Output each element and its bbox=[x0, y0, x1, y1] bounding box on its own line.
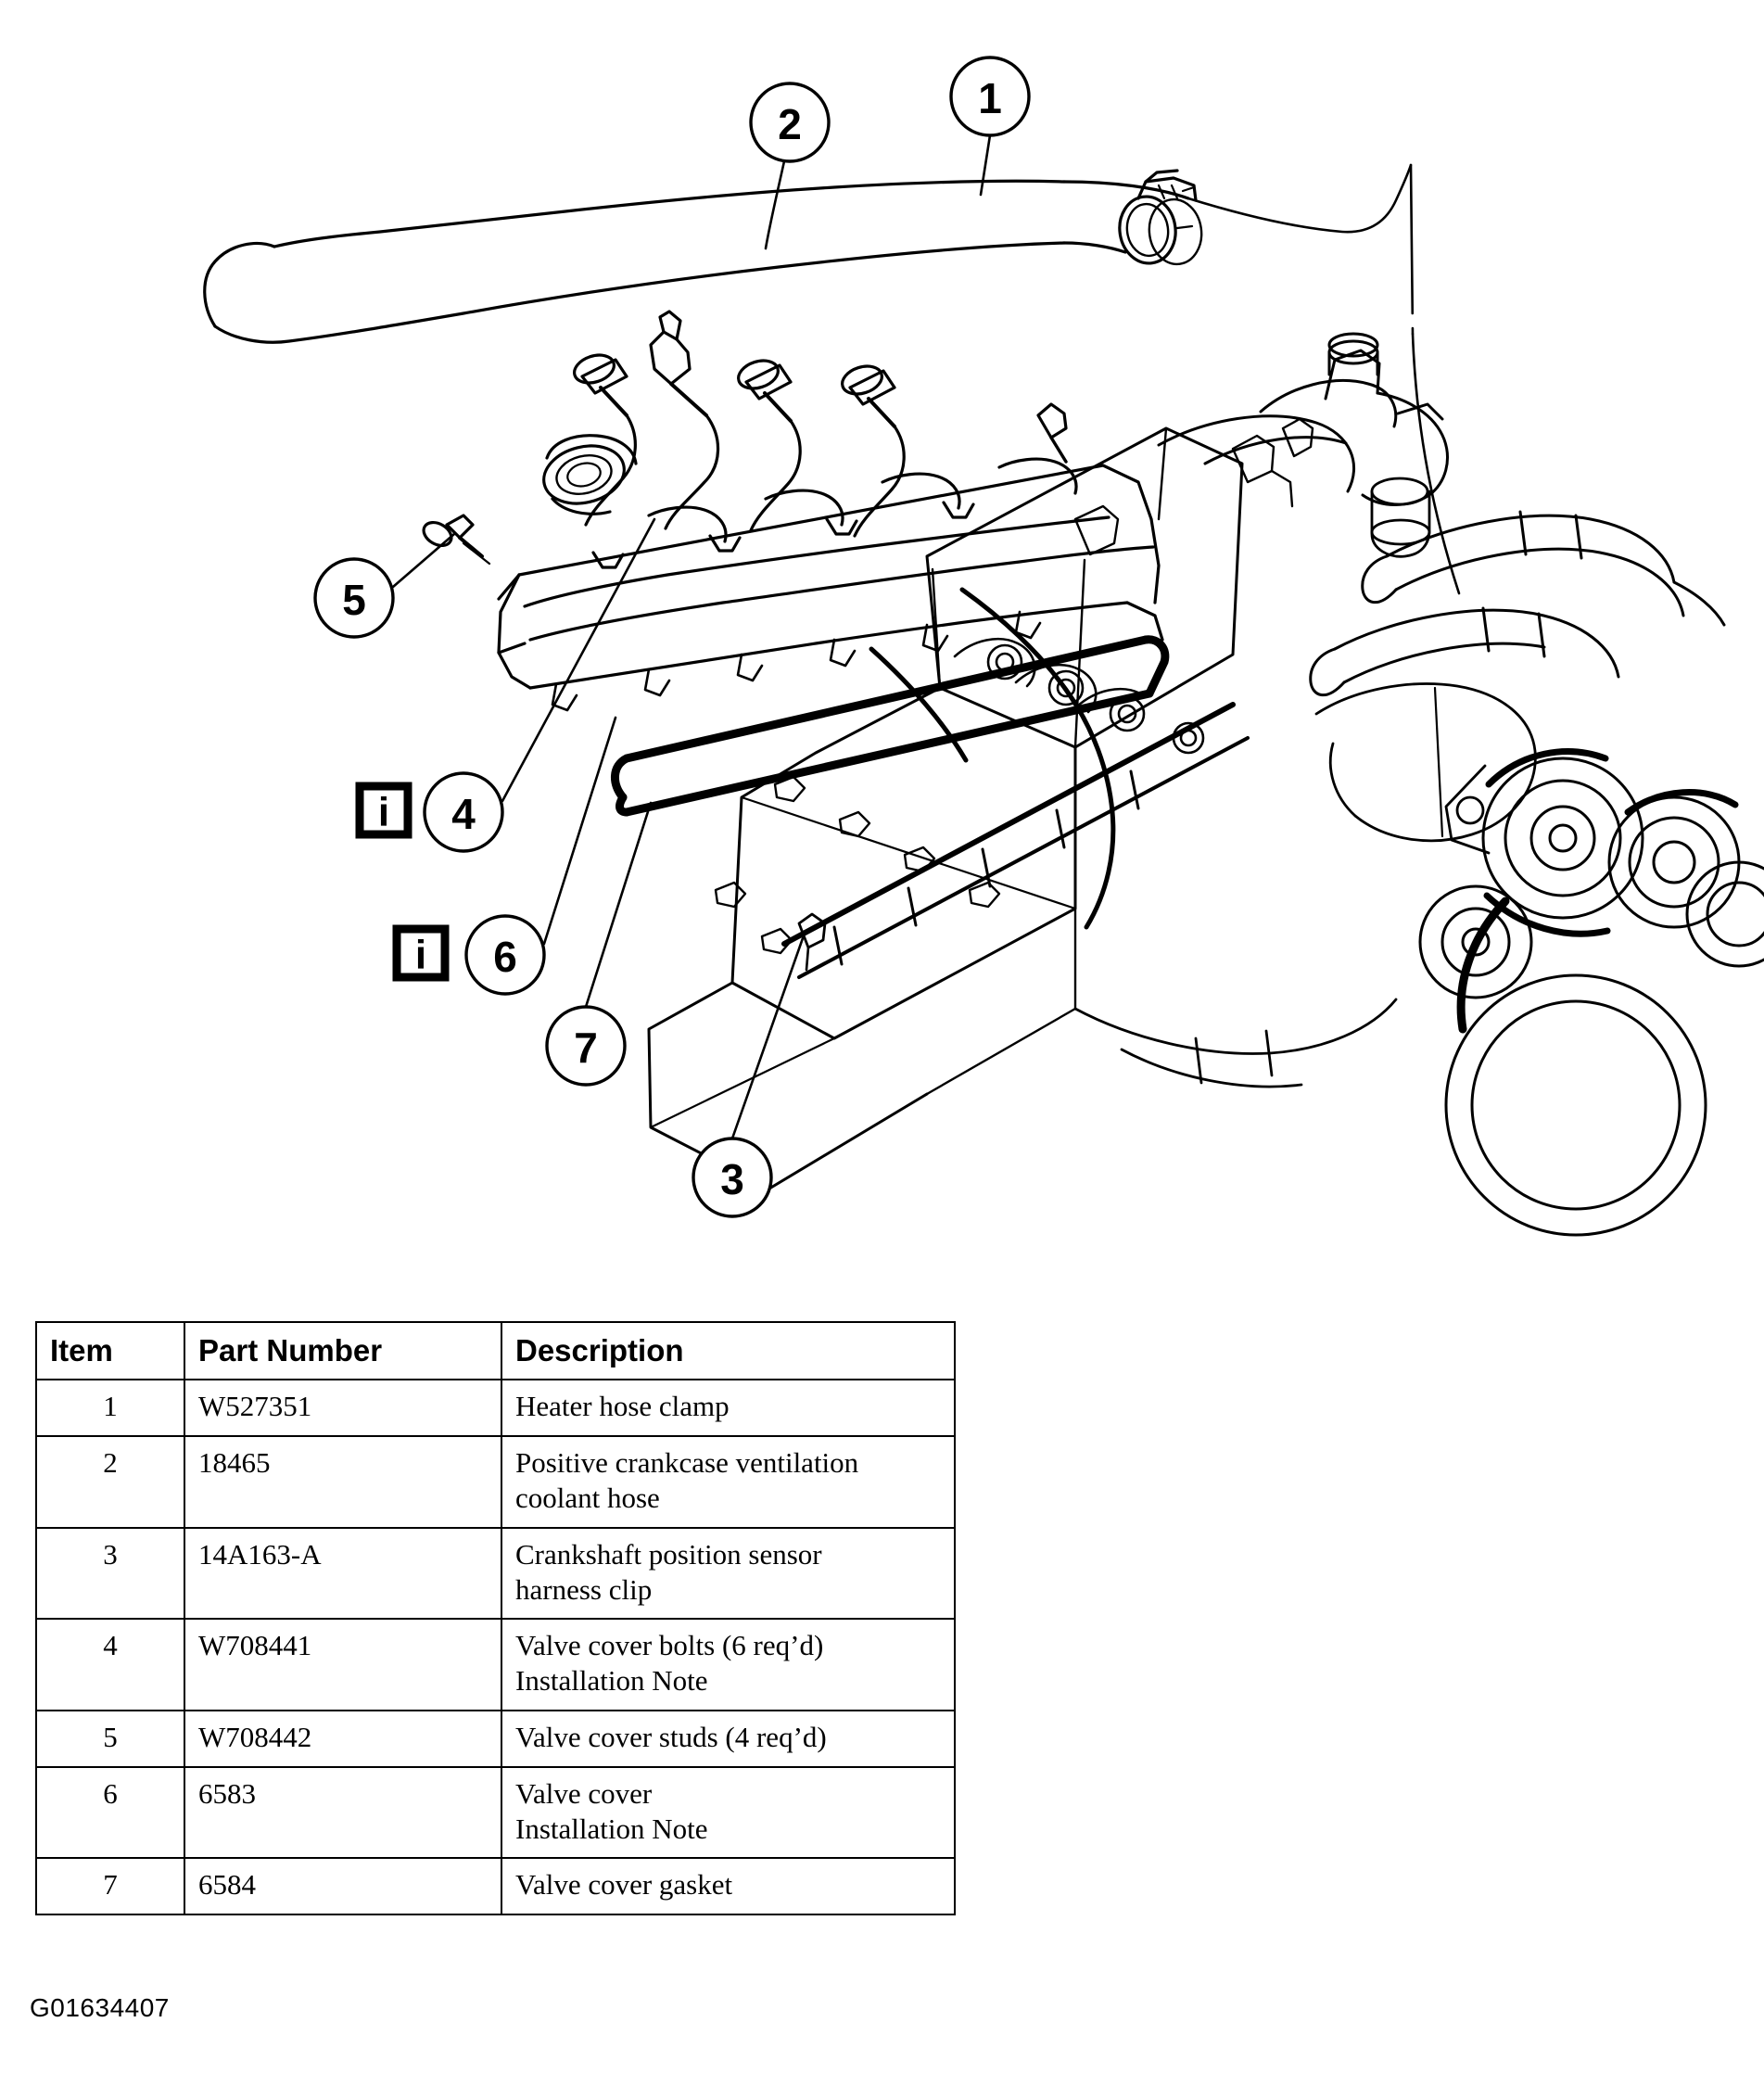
callout-label-3: 3 bbox=[720, 1155, 744, 1203]
heater-hose-clamp bbox=[1118, 169, 1203, 266]
callout-balloon-4: 4 bbox=[423, 771, 504, 853]
table-row: 2 18465 Positive crankcase ventilation c… bbox=[35, 1435, 956, 1529]
cell-description: Valve cover bolts (6 req’d) Installation… bbox=[501, 1618, 956, 1711]
cell-item: 2 bbox=[35, 1435, 185, 1529]
pcv-coolant-hose bbox=[203, 163, 1461, 595]
leader-6 bbox=[542, 716, 617, 946]
installation-note-text: Installation Note bbox=[515, 1812, 708, 1845]
callout-label-6: 6 bbox=[493, 933, 517, 981]
description-line: Valve cover studs (4 req’d) bbox=[515, 1720, 827, 1753]
callout-balloon-2: 2 bbox=[749, 82, 831, 163]
cell-item: 5 bbox=[35, 1709, 185, 1768]
leader-3 bbox=[730, 936, 805, 1140]
callout-leader-lines bbox=[391, 134, 992, 1140]
valve-cover bbox=[497, 434, 1164, 712]
table-row: 6 6583 Valve cover Installation Note bbox=[35, 1765, 956, 1860]
leader-7 bbox=[584, 801, 653, 1009]
installation-note-icons: i i bbox=[355, 782, 450, 982]
table-row: 5 W708442 Valve cover studs (4 req’d) bbox=[35, 1709, 956, 1768]
accessory-drive bbox=[1418, 748, 1764, 1237]
parts-table-body: 1 W527351 Heater hose clamp 2 18465 Posi… bbox=[35, 1379, 956, 1916]
cell-item: 6 bbox=[35, 1765, 185, 1860]
description-line: Valve cover bolts (6 req’d) bbox=[515, 1629, 824, 1662]
cell-item: 7 bbox=[35, 1857, 185, 1916]
cell-item: 1 bbox=[35, 1379, 185, 1438]
valve-cover-stud-left bbox=[422, 514, 491, 566]
valve-cover-fasteners bbox=[422, 310, 1068, 566]
cell-description: Valve cover studs (4 req’d) bbox=[501, 1709, 956, 1768]
engine-exploded-view-illustration: 1 2 3 4 5 6 7 bbox=[203, 56, 1764, 1237]
callout-label-2: 2 bbox=[778, 100, 802, 148]
description-line: coolant hose bbox=[515, 1481, 660, 1514]
cell-description: Valve cover gasket bbox=[501, 1857, 956, 1916]
description-line: Positive crankcase ventilation bbox=[515, 1446, 859, 1480]
cell-part-number: 6583 bbox=[184, 1765, 502, 1860]
callout-balloon-1: 1 bbox=[949, 56, 1031, 137]
info-icon-glyph-4: i bbox=[378, 790, 389, 835]
valve-cover-gasket bbox=[611, 635, 1170, 817]
callout-label-4: 4 bbox=[451, 790, 476, 838]
table-row: 3 14A163-A Crankshaft position sensor ha… bbox=[35, 1526, 956, 1621]
leader-2 bbox=[764, 159, 786, 250]
callout-label-7: 7 bbox=[574, 1024, 598, 1072]
leader-4 bbox=[501, 517, 656, 803]
parts-table-container: Item Part Number Description 1 W527351 H… bbox=[35, 1320, 956, 1916]
cell-description: Positive crankcase ventilation coolant h… bbox=[501, 1435, 956, 1529]
valve-cover-bolt-2 bbox=[649, 310, 720, 530]
callout-balloon-6: 6 bbox=[464, 914, 546, 996]
cell-part-number: W708441 bbox=[184, 1618, 502, 1711]
installation-note-text: Installation Note bbox=[515, 1664, 708, 1698]
table-header-row: Item Part Number Description bbox=[35, 1320, 956, 1381]
cell-description: Crankshaft position sensor harness clip bbox=[501, 1526, 956, 1621]
wiring-harness bbox=[869, 587, 1116, 930]
leader-5 bbox=[391, 532, 456, 589]
description-line: Valve cover bbox=[515, 1776, 653, 1810]
info-icon-glyph-6: i bbox=[415, 933, 426, 978]
info-icon-for-callout-6: i bbox=[392, 924, 450, 982]
description-line: Crankshaft position sensor bbox=[515, 1537, 822, 1571]
description-line: Heater hose clamp bbox=[515, 1390, 730, 1423]
leader-1 bbox=[979, 134, 992, 197]
callout-balloon-3: 3 bbox=[692, 1137, 773, 1218]
info-icon-for-callout-4: i bbox=[355, 782, 412, 839]
column-header-item: Item bbox=[35, 1320, 185, 1381]
callout-balloons: 1 2 3 4 5 6 7 bbox=[313, 56, 1031, 1218]
cell-description: Heater hose clamp bbox=[501, 1379, 956, 1438]
figure-id-label: G01634407 bbox=[30, 1993, 170, 2022]
cell-part-number: W527351 bbox=[184, 1379, 502, 1438]
table-row: 4 W708441 Valve cover bolts (6 req’d) In… bbox=[35, 1618, 956, 1711]
callout-balloon-7: 7 bbox=[545, 1005, 627, 1087]
column-header-description: Description bbox=[501, 1320, 956, 1381]
callout-balloon-5: 5 bbox=[313, 557, 395, 639]
valve-cover-bolt-3 bbox=[737, 359, 802, 532]
cell-item: 4 bbox=[35, 1618, 185, 1711]
cell-description: Valve cover Installation Note bbox=[501, 1765, 956, 1860]
table-row: 7 6584 Valve cover gasket bbox=[35, 1857, 956, 1916]
callout-label-1: 1 bbox=[978, 74, 1002, 122]
column-header-part-number: Part Number bbox=[184, 1320, 502, 1381]
valve-cover-bolt-4 bbox=[841, 364, 906, 538]
engine-block bbox=[647, 332, 1764, 1237]
cell-item: 3 bbox=[35, 1526, 185, 1621]
description-line: harness clip bbox=[515, 1572, 653, 1606]
table-row: 1 W527351 Heater hose clamp bbox=[35, 1379, 956, 1438]
illustration-svg: 1 2 3 4 5 6 7 bbox=[203, 56, 1764, 1237]
callout-label-5: 5 bbox=[342, 576, 366, 624]
cell-part-number: W708442 bbox=[184, 1709, 502, 1768]
cell-part-number: 18465 bbox=[184, 1435, 502, 1529]
valve-cover-stud-right bbox=[1036, 402, 1068, 464]
cell-part-number: 6584 bbox=[184, 1857, 502, 1916]
parts-table: Item Part Number Description 1 W527351 H… bbox=[35, 1320, 956, 1916]
parts-table-head: Item Part Number Description bbox=[35, 1320, 956, 1381]
crankshaft-position-sensor-harness-clip bbox=[797, 912, 827, 972]
cell-part-number: 14A163-A bbox=[184, 1526, 502, 1621]
description-line: Valve cover gasket bbox=[515, 1868, 733, 1902]
